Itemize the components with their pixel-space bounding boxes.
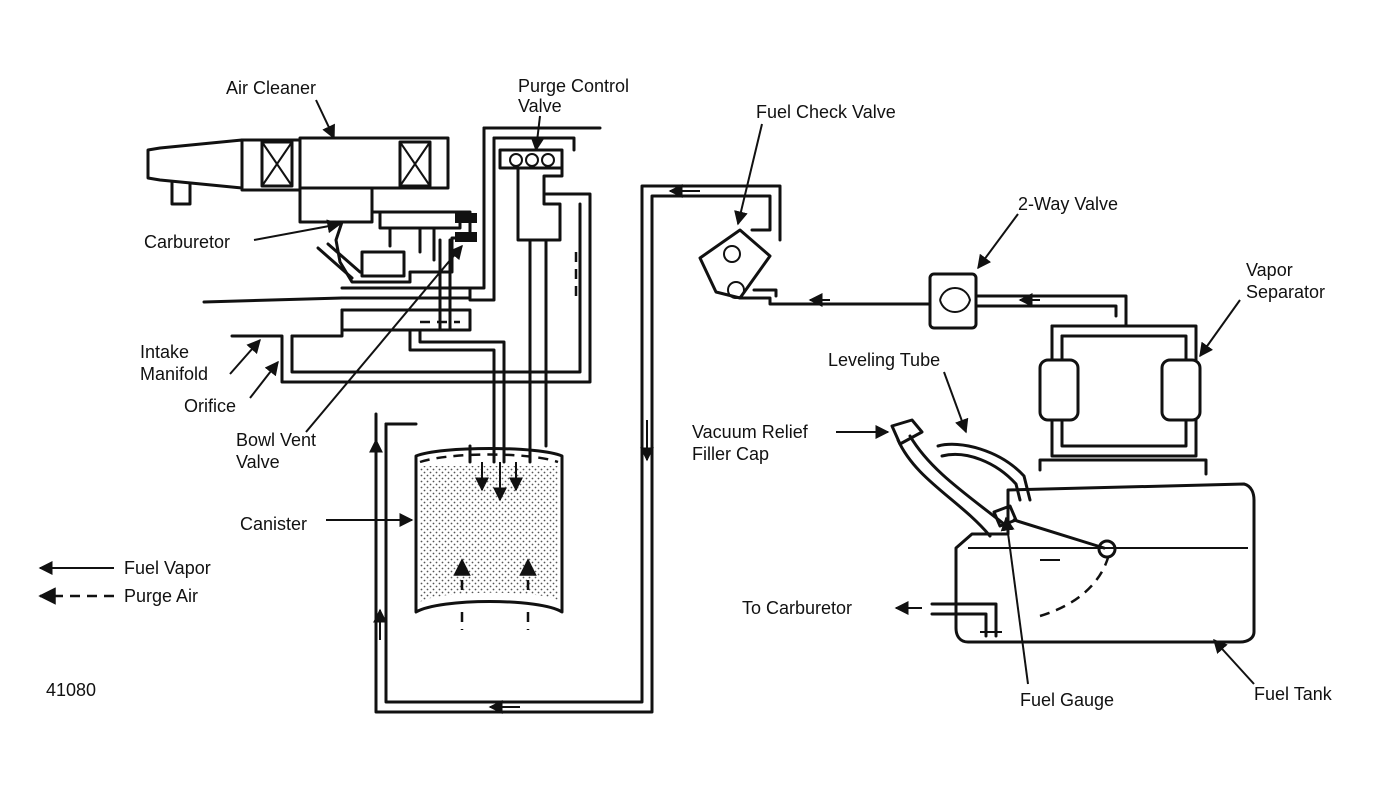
label-vapor-separator-line2: Separator (1246, 282, 1325, 302)
carburetor (316, 210, 477, 284)
intake-manifold (202, 192, 592, 384)
label-bowl-vent-valve-line1: Bowl Vent (236, 430, 316, 450)
leader-lines (229, 99, 1255, 685)
two-way-valve (808, 272, 1128, 330)
canister (414, 444, 564, 630)
label-two-way-valve: 2-Way Valve (1018, 194, 1118, 214)
label-purge-control-valve-line1: Purge Control (518, 76, 629, 96)
label-leveling-tube: Leveling Tube (828, 350, 940, 370)
label-carburetor: Carburetor (144, 232, 230, 252)
to-carburetor-line (930, 602, 1002, 638)
label-canister: Canister (240, 514, 307, 534)
filler-neck (890, 418, 1117, 559)
figure-number: 41080 (46, 680, 96, 700)
label-fuel-gauge: Fuel Gauge (1020, 690, 1114, 710)
label-purge-control-valve-line2: Valve (518, 96, 562, 116)
labels: Air Cleaner Purge Control Valve Fuel Che… (46, 76, 1333, 710)
legend: Fuel Vapor Purge Air (38, 558, 211, 606)
label-vacuum-relief-filler-cap-line2: Filler Cap (692, 444, 769, 464)
label-orifice: Orifice (184, 396, 236, 416)
label-intake-manifold-line1: Intake (140, 342, 189, 362)
vapor-line-loop (369, 184, 782, 714)
label-bowl-vent-valve-line2: Valve (236, 452, 280, 472)
label-air-cleaner: Air Cleaner (226, 78, 316, 98)
vapor-separator (1038, 324, 1208, 476)
purge-control-valve (468, 126, 602, 448)
fuel-check-valve (698, 228, 932, 306)
label-fuel-tank: Fuel Tank (1254, 684, 1333, 704)
air-cleaner (146, 136, 450, 224)
label-vapor-separator-line1: Vapor (1246, 260, 1293, 280)
legend-purge-air-label: Purge Air (124, 586, 198, 606)
fuel-tank (954, 482, 1256, 644)
label-intake-manifold-line2: Manifold (140, 364, 208, 384)
label-fuel-check-valve: Fuel Check Valve (756, 102, 896, 122)
legend-fuel-vapor-label: Fuel Vapor (124, 558, 211, 578)
label-vacuum-relief-filler-cap-line1: Vacuum Relief (692, 422, 809, 442)
label-to-carburetor: To Carburetor (742, 598, 852, 618)
